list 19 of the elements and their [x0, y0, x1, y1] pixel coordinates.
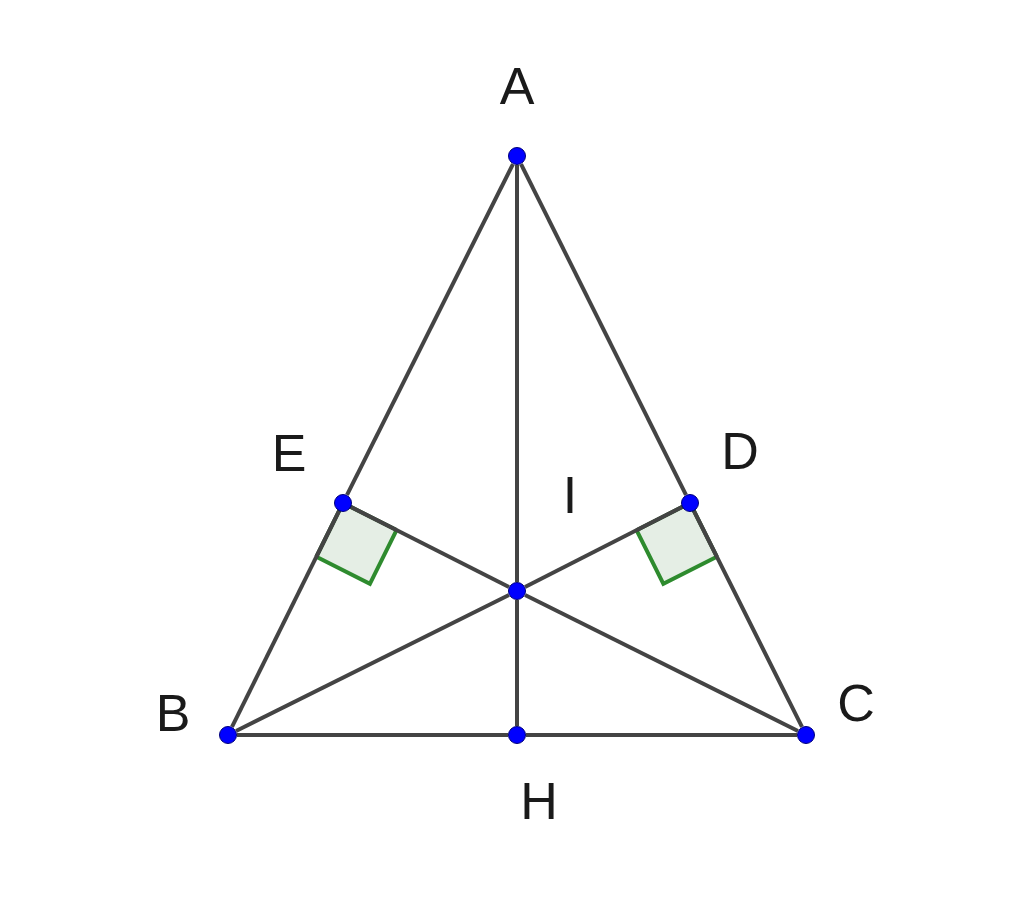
line-segment — [235, 593, 510, 733]
point-label: H — [520, 775, 558, 827]
line-segment — [515, 600, 519, 726]
point-label: D — [721, 425, 759, 477]
point-label: C — [837, 677, 875, 729]
line-segment — [345, 163, 515, 496]
line-segment — [526, 733, 797, 737]
point-label: A — [499, 60, 535, 112]
line-segment — [524, 505, 683, 589]
point-label: B — [155, 687, 191, 739]
point-label: E — [271, 427, 307, 479]
line-segment — [230, 510, 341, 728]
line-segment — [692, 510, 804, 728]
line-segment — [524, 593, 799, 733]
line-segment — [350, 505, 510, 589]
line-segment — [519, 163, 688, 496]
line-segment — [237, 733, 508, 737]
line-segment — [515, 165, 519, 582]
point-label: I — [562, 469, 578, 521]
